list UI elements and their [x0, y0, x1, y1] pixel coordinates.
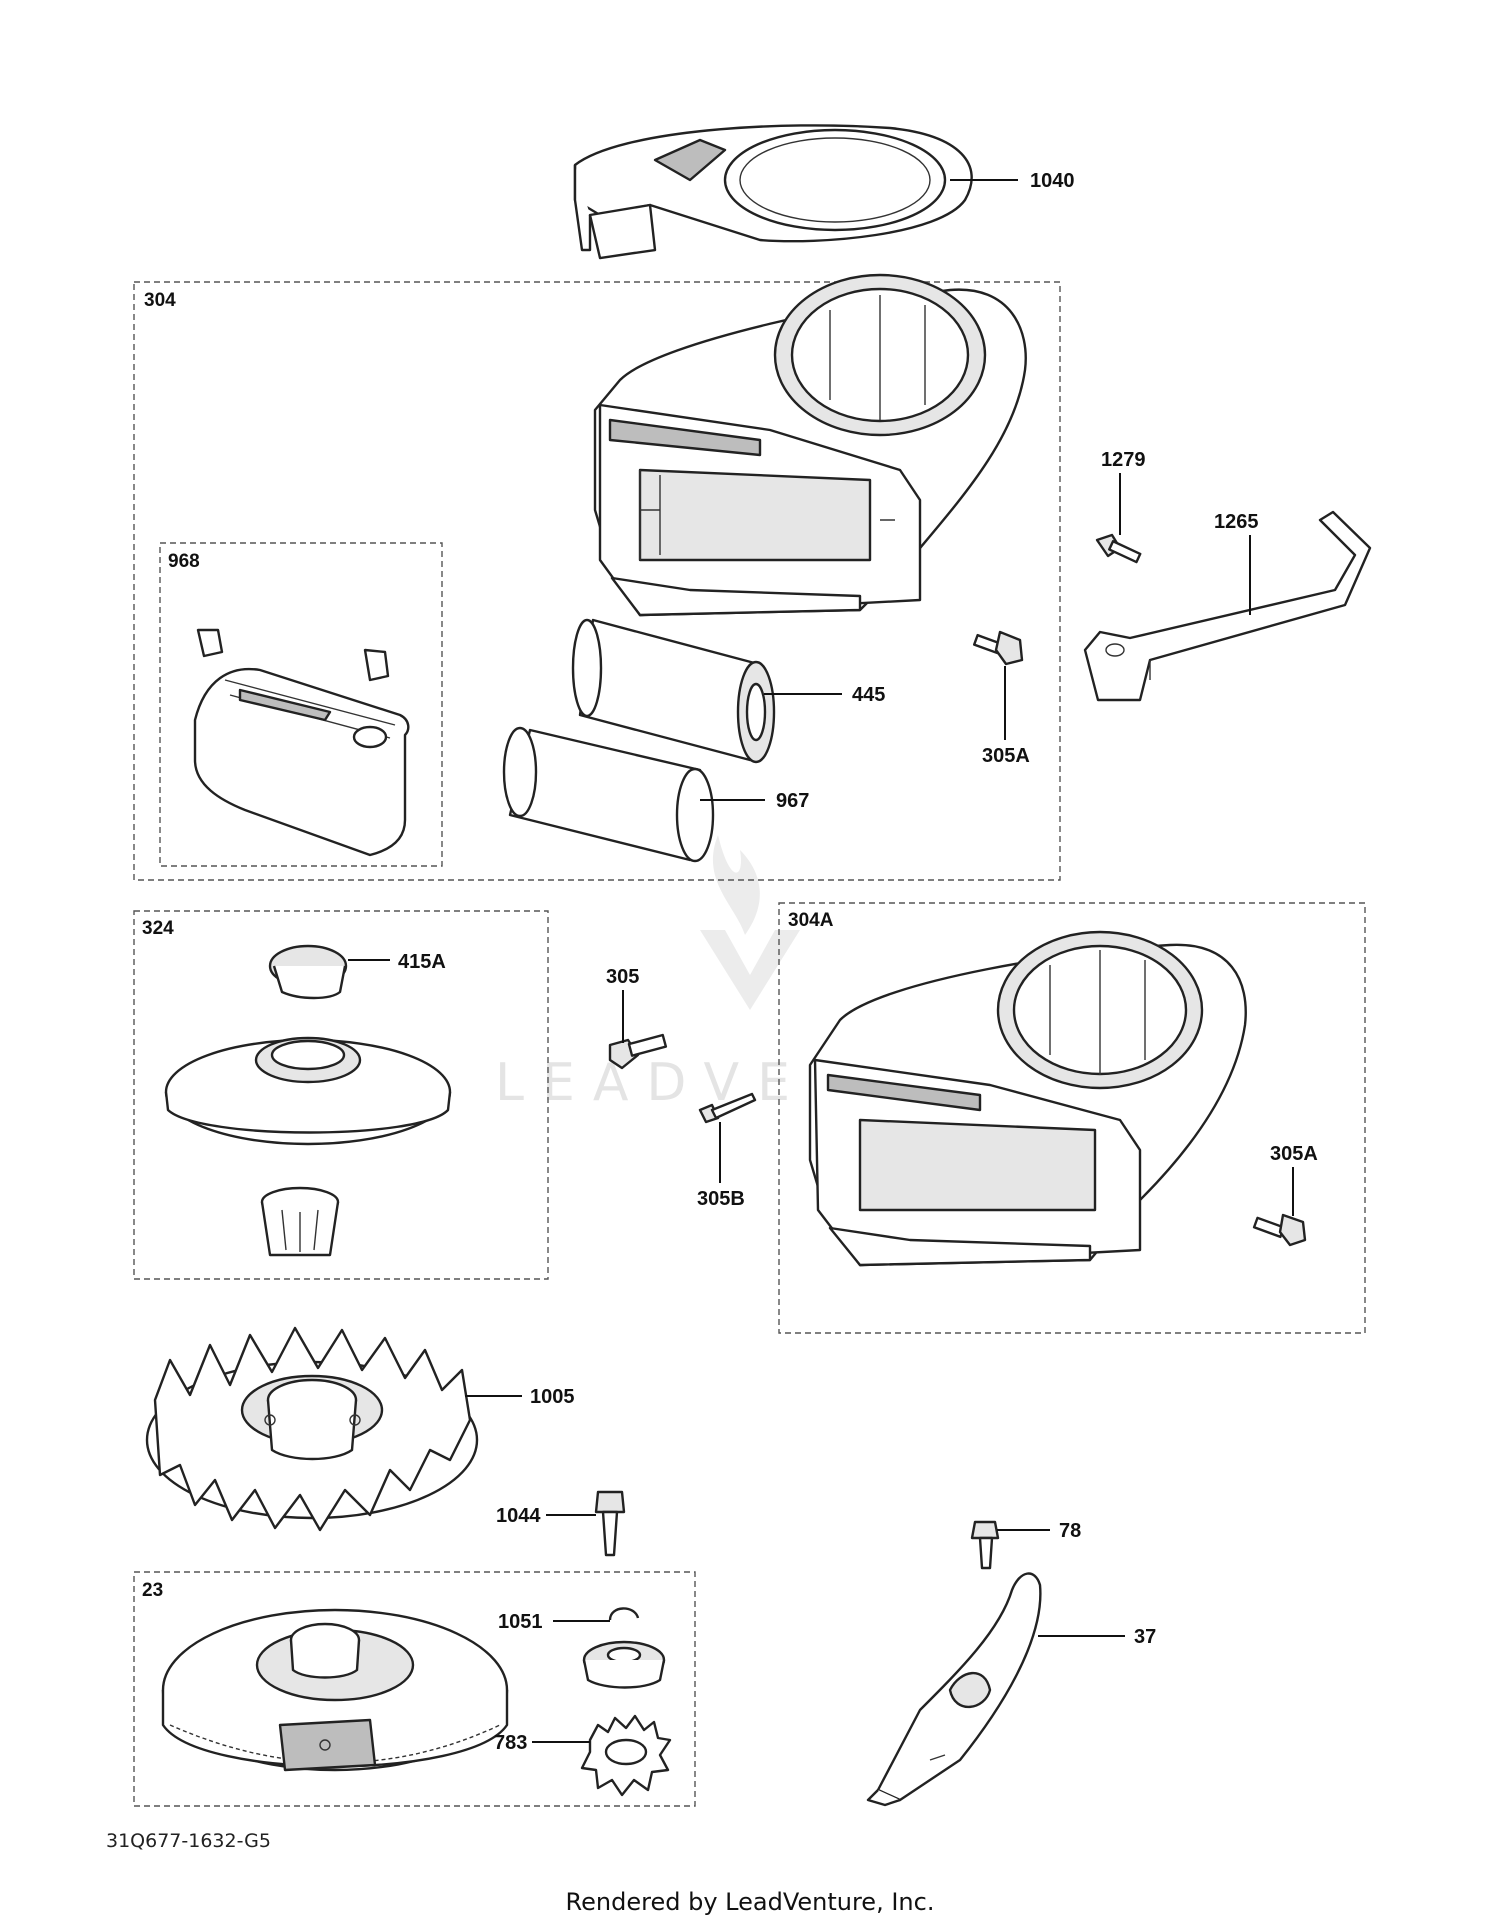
callout-415A: 415A: [398, 951, 446, 973]
group-box-324: [133, 910, 549, 1280]
part-23-flywheel: [161, 1608, 509, 1772]
part-967-precleaner: [502, 726, 715, 863]
part-968-filter-cover: [193, 628, 410, 857]
part-415A-cap: [268, 944, 348, 1000]
group-box-304: [133, 281, 1061, 881]
part-1005-fan: [145, 1326, 479, 1532]
callout-1051: 1051: [498, 1611, 543, 1633]
part-1279-bolt: [1095, 533, 1142, 564]
part-305A-screw-mid: [1252, 1213, 1307, 1247]
callouts: 1040 1279 1265 445 305A 967 415A 305 305…: [398, 170, 1318, 1754]
callout-1040: 1040: [1030, 170, 1075, 192]
part-305-bolt: [608, 1033, 668, 1070]
part-1265-bracket: [1083, 510, 1372, 702]
callout-1279: 1279: [1101, 449, 1146, 471]
group-box-968: [159, 542, 443, 867]
callout-1265: 1265: [1214, 511, 1259, 533]
callout-78: 78: [1059, 1520, 1081, 1542]
group-label-304: 304: [144, 290, 176, 311]
part-37-deflector: [866, 1572, 1042, 1807]
callout-305A-top: 305A: [982, 745, 1030, 767]
group-label-23: 23: [142, 1580, 163, 1601]
callout-305A-mid: 305A: [1270, 1143, 1318, 1165]
part-78-bolt: [970, 1520, 1000, 1570]
group-label-304A: 304A: [788, 910, 834, 931]
callout-1044: 1044: [496, 1505, 541, 1527]
part-304-blower-housing: [593, 273, 1027, 617]
part-spacer: [582, 1640, 666, 1689]
callout-305B: 305B: [697, 1188, 745, 1210]
part-1051-clip: [608, 1607, 640, 1621]
callout-783: 783: [494, 1732, 527, 1754]
group-box-23: [133, 1571, 696, 1807]
callout-1005: 1005: [530, 1386, 575, 1408]
part-1040-cover: [573, 124, 973, 260]
callout-967: 967: [776, 790, 809, 812]
group-box-304A: [778, 902, 1366, 1334]
part-324-retainer: [260, 1186, 340, 1257]
part-783-gear: [580, 1714, 672, 1797]
knob-left: [196, 628, 224, 658]
part-1044-bolt: [594, 1490, 626, 1557]
callout-445: 445: [852, 684, 885, 706]
group-label-324: 324: [142, 918, 174, 939]
callout-37: 37: [1134, 1626, 1156, 1648]
part-305A-screw-top: [972, 630, 1024, 666]
part-324-screen: [164, 1036, 452, 1146]
knob-right: [363, 648, 390, 682]
diagram-code: 31Q677-1632-G5: [106, 1830, 271, 1852]
footer-credit: Rendered by LeadVenture, Inc.: [566, 1888, 935, 1916]
callout-305: 305: [606, 966, 639, 988]
part-305B-screw: [698, 1092, 757, 1124]
part-445-filter-cartridge: [571, 618, 776, 764]
leader-lines: [348, 179, 1294, 1743]
part-304A-blower-housing: [808, 930, 1247, 1267]
group-label-968: 968: [168, 551, 200, 572]
